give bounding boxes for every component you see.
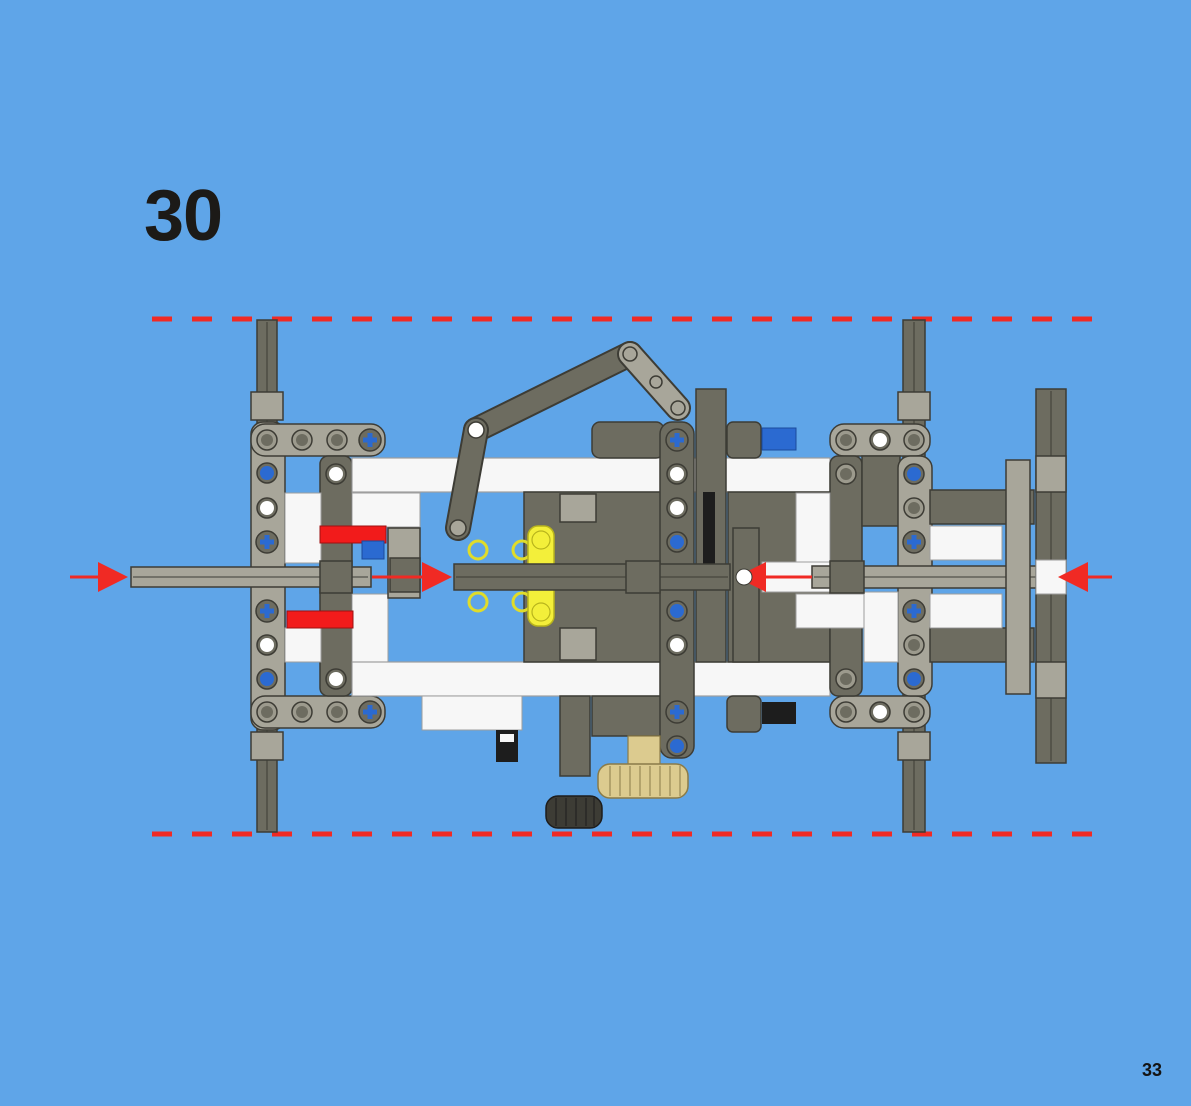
- linkage-arm: [445, 341, 691, 541]
- white-beam-top: [351, 457, 831, 493]
- right-axle-assembly: [761, 319, 1067, 833]
- step-number: 30: [144, 176, 223, 256]
- white-beam-bottom: [351, 661, 831, 697]
- assembly-arrows: [70, 562, 1112, 592]
- page-number: 33: [1141, 1060, 1162, 1080]
- left-axle-assembly: [130, 319, 421, 833]
